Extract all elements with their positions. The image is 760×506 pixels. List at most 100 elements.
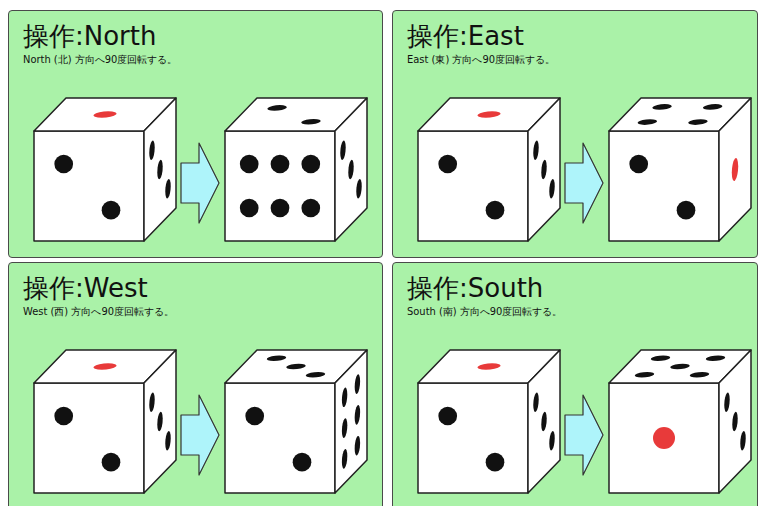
die-pip [549, 177, 554, 201]
die-pips [91, 111, 119, 118]
die-pips [149, 122, 170, 218]
die-pip [724, 390, 729, 414]
die-pips [632, 355, 727, 377]
die-pip [486, 201, 505, 220]
panel-title: 操作:North [23, 21, 156, 52]
operation-panel: 操作:NorthNorth (北) 方向へ90度回転する。 [8, 10, 383, 258]
die-pip [165, 177, 170, 201]
die-pip [355, 434, 360, 458]
die-pips [149, 374, 170, 470]
die-pip [342, 447, 347, 471]
panel-title: 操作:South [407, 273, 543, 304]
die-pip [653, 427, 675, 449]
die-face [528, 350, 560, 493]
die-pip [265, 105, 289, 111]
die-pips [342, 372, 360, 471]
die-face [719, 98, 751, 241]
transition-arrow [181, 143, 219, 223]
die-pip [355, 372, 360, 396]
die-pip [438, 155, 457, 174]
die-face [418, 131, 528, 241]
die-face [225, 383, 335, 493]
die-pip [533, 138, 538, 162]
die-pip [157, 409, 162, 433]
die-pip [677, 201, 696, 220]
die-pip [149, 138, 154, 162]
die-pip [701, 104, 725, 110]
die-pip [541, 157, 546, 181]
die-pip [342, 385, 347, 409]
die-pip [686, 119, 710, 125]
die-pip [632, 372, 656, 378]
operation-panel: 操作:WestWest (西) 方向へ90度回転する。 [8, 262, 383, 506]
die-pip [732, 409, 737, 433]
die [34, 98, 176, 241]
die-face [34, 131, 144, 241]
die-pip [438, 407, 457, 426]
die-pip [648, 355, 672, 361]
die-pip [301, 155, 320, 174]
die-pips [91, 363, 119, 370]
die-pips [629, 155, 695, 220]
die [418, 98, 560, 241]
panel-description: East (東) 方向へ90度回転する。 [407, 54, 757, 66]
transition-arrow [565, 395, 603, 475]
die-face [34, 383, 144, 493]
die-pips [533, 122, 554, 218]
die [418, 350, 560, 493]
die [225, 98, 367, 241]
die-pip [293, 453, 312, 472]
panel-description: South (南) 方向へ90度回転する。 [407, 306, 757, 318]
panel-title: 操作:East [407, 21, 524, 52]
die [609, 350, 751, 493]
die-pip [157, 157, 162, 181]
die-pips [475, 111, 503, 118]
die-pip [264, 355, 288, 361]
die-pip [91, 363, 119, 370]
die-pip [348, 157, 353, 181]
die-pips [340, 122, 361, 218]
die [609, 98, 751, 241]
die-pip [299, 119, 323, 125]
die-pip [240, 155, 259, 174]
die-face [144, 98, 176, 241]
die-face [335, 350, 367, 493]
die-pip [635, 119, 659, 125]
die-pips [245, 407, 311, 472]
die-pip [271, 199, 290, 218]
die-pip [687, 372, 711, 378]
die-pip [486, 453, 505, 472]
die-pip [245, 407, 264, 426]
die-pip [650, 104, 674, 110]
die-pip [284, 364, 308, 370]
die-pip [102, 201, 121, 220]
panel-description: North (北) 方向へ90度回転する。 [23, 54, 382, 66]
die-pip [102, 453, 121, 472]
die-pip [668, 364, 692, 370]
die-pips [438, 407, 504, 472]
die-pips [732, 155, 738, 184]
die-pip [740, 429, 745, 453]
die-face [418, 383, 528, 493]
die-pip [91, 111, 119, 118]
die-pip [54, 155, 73, 174]
transition-arrow [181, 395, 219, 475]
die-pip [549, 429, 554, 453]
die-pip [356, 177, 361, 201]
die-pips [252, 105, 337, 124]
die-pips [475, 363, 503, 370]
die-face [609, 383, 719, 493]
panel-title: 操作:West [23, 273, 148, 304]
die-pips [54, 407, 120, 472]
transition-arrow [565, 143, 603, 223]
die-pips [54, 155, 120, 220]
die-face [528, 98, 560, 241]
die-pip [165, 429, 170, 453]
die-pip [732, 155, 738, 184]
die-pips [533, 374, 554, 470]
die [225, 350, 367, 493]
die-pip [475, 363, 503, 370]
die-face [719, 350, 751, 493]
die-pip [149, 390, 154, 414]
die-pips [248, 355, 343, 377]
